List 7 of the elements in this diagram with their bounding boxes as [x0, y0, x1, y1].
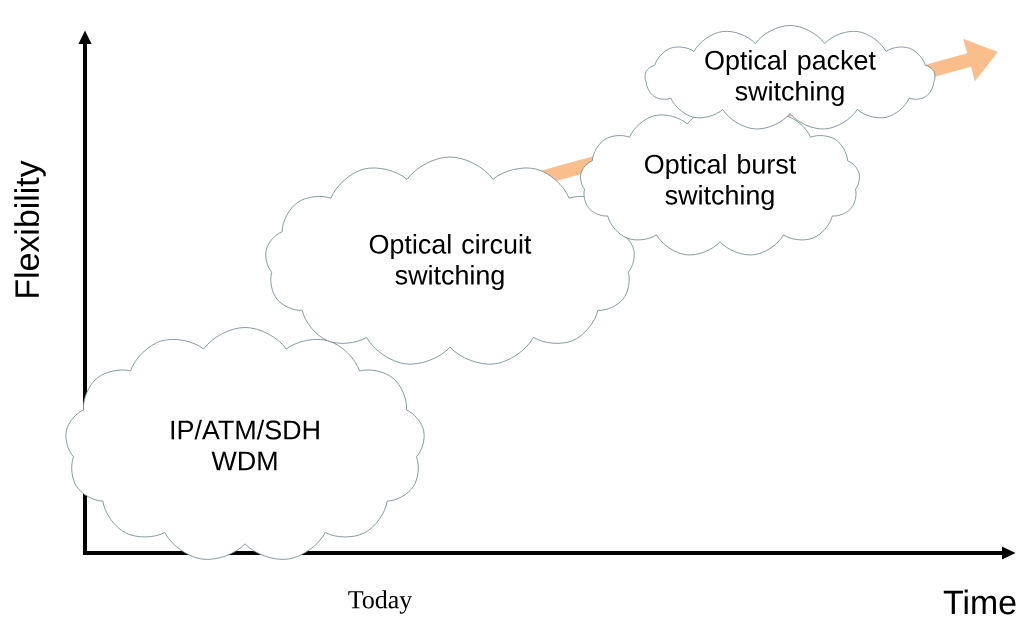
cloud: Optical packet switching [644, 25, 936, 130]
axis-label: Flexibility [14, 160, 46, 297]
axis-label: Time [943, 589, 1016, 615]
cloud: Optical burst switching [580, 106, 860, 256]
cloud: Optical circuit switching [265, 156, 635, 365]
cloud: IP/ATM/SDH WDM [65, 327, 425, 560]
axis-label: Today [348, 590, 413, 614]
